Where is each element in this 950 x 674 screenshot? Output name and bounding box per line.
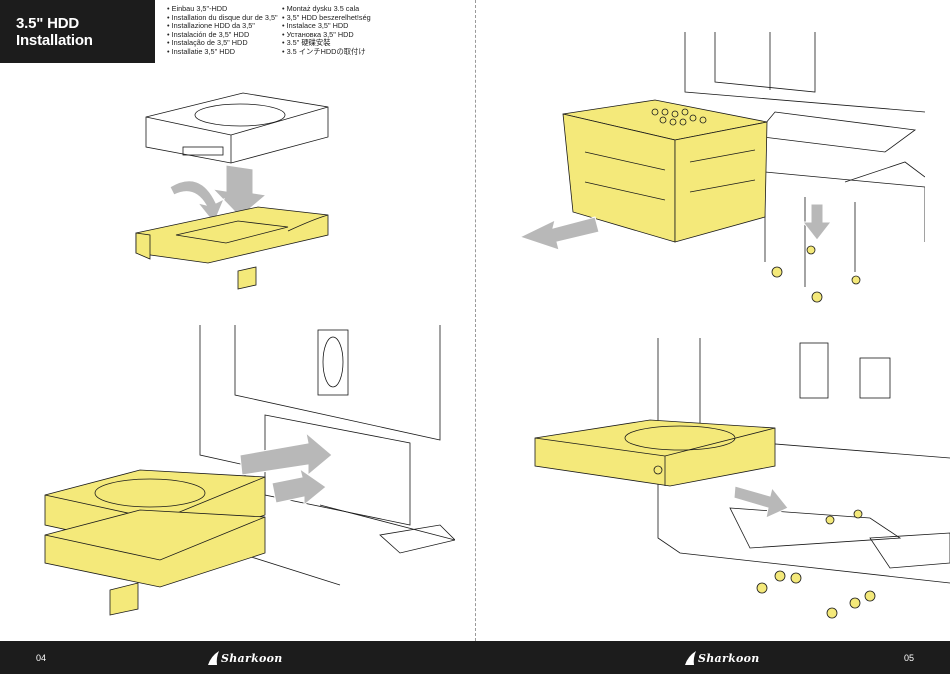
- lang-item: • Installazione HDD da 3,5": [167, 21, 255, 31]
- screw-icon: [756, 509, 876, 619]
- lang-item: • Montaż dysku 3.5 cala: [282, 4, 360, 13]
- lang-item: • 3.5" 硬碟安裝: [282, 38, 331, 48]
- down-arrow-icon: [211, 164, 268, 218]
- hdd-tray-icon: [44, 469, 266, 616]
- left-arrow-icon: [518, 216, 600, 251]
- page-number-right: 05: [903, 653, 914, 663]
- title-block: 3.5" HDD Installation: [0, 0, 155, 63]
- lang-item: • 3,5" HDD beszerelhet!ség: [282, 12, 371, 22]
- vent-holes-icon: [651, 108, 707, 126]
- hdd-tray-figure: [135, 92, 329, 290]
- shark-fin-icon: [208, 651, 219, 665]
- shark-fin-icon: [685, 651, 696, 665]
- tray-icon: [135, 206, 329, 290]
- page-title: 3.5" HDD Installation: [16, 14, 93, 49]
- right-arrow-icon: [239, 431, 333, 477]
- right-arrow-icon: [271, 467, 327, 507]
- down-arrow-icon: [801, 203, 833, 241]
- brand-name: Sharkoon: [221, 651, 283, 665]
- lang-item: • Instalação de 3,5" HDD: [167, 38, 248, 48]
- lang-item: • Installation du disque dur de 3,5": [167, 12, 278, 22]
- hdd-icon: [145, 92, 329, 164]
- cage-removal-figure: [518, 32, 925, 303]
- page-number-left: 04: [36, 653, 47, 663]
- brand-name: Sharkoon: [698, 651, 760, 665]
- lang-item: • Installatie 3,5" HDD: [167, 46, 236, 56]
- brand-logo: Sharkoon: [684, 649, 760, 667]
- hdd-cage-icon: [562, 99, 768, 243]
- language-list-2: • Montaż dysku 3.5 cala • 3,5" HDD besze…: [282, 4, 371, 57]
- hdd-icon: [534, 419, 776, 487]
- page-gutter: [475, 0, 476, 641]
- lang-item: • Instalace 3,5" HDD: [282, 21, 349, 31]
- brand-logo: Sharkoon: [207, 649, 283, 667]
- tray-insert-figure: [44, 325, 455, 616]
- screw-icon: [771, 245, 861, 303]
- hdd-mount-bottom-figure: [534, 338, 950, 619]
- lang-item: • Instalación de 3,5" HDD: [167, 29, 250, 39]
- lang-item: • 3.5 インチHDDの取付け: [282, 46, 366, 56]
- lang-item: • Einbau 3,5"-HDD: [167, 4, 228, 13]
- language-list-1: • Einbau 3,5"-HDD • Installation du disq…: [167, 4, 278, 57]
- footer-bar: 04 Sharkoon Sharkoon 05: [0, 641, 950, 674]
- down-right-arrow-icon: [733, 485, 789, 519]
- lang-item: • Установка 3,5" HDD: [282, 29, 354, 39]
